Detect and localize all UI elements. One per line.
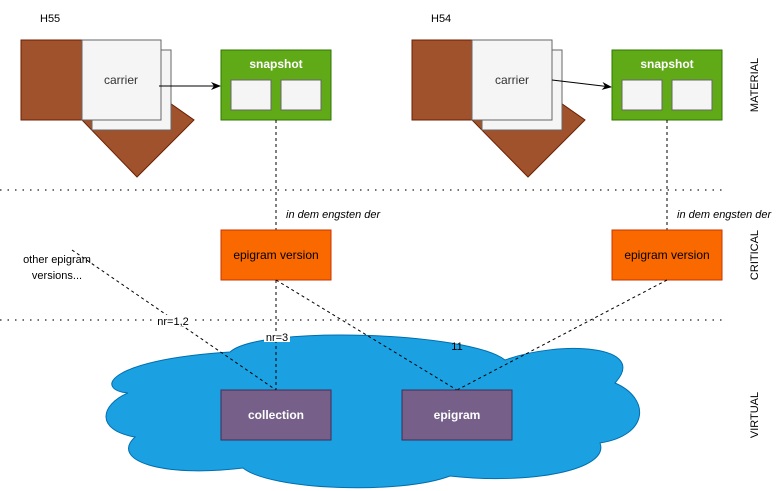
layer-label-virtual: VIRTUAL bbox=[749, 392, 761, 438]
carrier-h54[interactable] bbox=[471, 39, 553, 121]
link-label-h54: in dem engsten der bbox=[677, 209, 773, 221]
epigram-version-h54[interactable] bbox=[611, 229, 723, 281]
collection-label: collection bbox=[248, 408, 304, 422]
collection-node[interactable] bbox=[220, 389, 332, 441]
epigram-label: epigram bbox=[434, 408, 481, 422]
manuscript-id-h54: H54 bbox=[431, 13, 451, 25]
snapshot-image-2-h54[interactable] bbox=[671, 79, 713, 111]
epigram-node[interactable] bbox=[401, 389, 513, 441]
snapshot-image-2-h55[interactable] bbox=[280, 79, 322, 111]
other-versions-to-collection-link bbox=[71, 249, 277, 391]
carrier-label-h54: carrier bbox=[495, 73, 529, 87]
epigram-version-label-h55: epigram version bbox=[233, 248, 318, 262]
manuscript-id-h55: H55 bbox=[40, 13, 60, 25]
epigram-version-label-h54: epigram version bbox=[624, 248, 709, 262]
version-h55-to-epigram-link bbox=[275, 279, 458, 391]
layer-label-critical: CRITICAL bbox=[749, 230, 761, 280]
carrier-binding-h54 bbox=[411, 39, 473, 121]
snapshot-image-1-h55[interactable] bbox=[230, 79, 272, 111]
edge-label-nr-other: nr=1,2 bbox=[157, 316, 189, 328]
snapshot-image-1-h54[interactable] bbox=[621, 79, 663, 111]
link-label-h55: in dem engsten der bbox=[286, 209, 382, 221]
other-versions-line1: other epigram bbox=[23, 254, 91, 266]
snapshot-label-h55: snapshot bbox=[249, 57, 302, 71]
edge-label-nr-h55: nr=3 bbox=[266, 332, 288, 344]
other-versions-line2: versions... bbox=[32, 270, 82, 282]
carrier-binding-h55 bbox=[20, 39, 83, 121]
carrier-label-h55: carrier bbox=[104, 73, 138, 87]
edge-label-bg-nr-other bbox=[157, 315, 189, 326]
virtual-cloud bbox=[105, 334, 640, 489]
carrier-to-snapshot-arrow-h54 bbox=[551, 79, 612, 90]
carrier-h55[interactable] bbox=[81, 39, 162, 121]
epigram-number-label: 11 bbox=[451, 341, 462, 353]
edge-label-bg-nr-h55 bbox=[264, 331, 290, 342]
snapshot-label-h54: snapshot bbox=[640, 57, 693, 71]
layer-label-material: MATERIAL bbox=[749, 58, 761, 112]
